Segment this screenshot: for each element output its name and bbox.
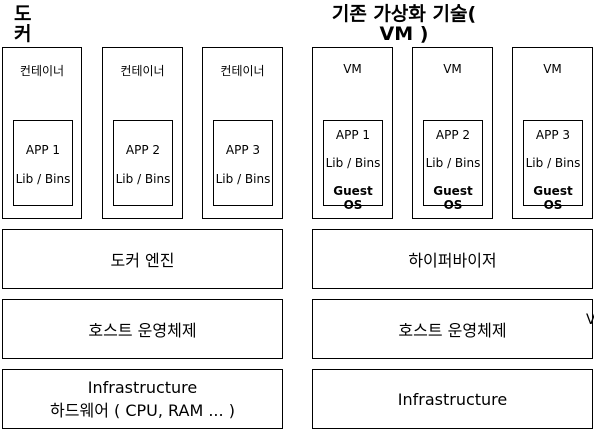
hardware-label: 하드웨어 ( CPU, RAM ... ) bbox=[50, 400, 235, 420]
vm-box-1: VM APP 1 Lib / Bins Guest OS bbox=[312, 47, 393, 219]
lib-label: Lib / Bins bbox=[215, 172, 271, 186]
vm-label: VM bbox=[443, 62, 462, 76]
container-app-box: APP 1 Lib / Bins bbox=[13, 120, 73, 206]
vm-box-2: VM APP 2 Lib / Bins Guest OS bbox=[412, 47, 493, 219]
lib-label: Lib / Bins bbox=[525, 156, 581, 170]
hypervisor-label: 하이퍼바이저 bbox=[408, 251, 497, 270]
host-os-label: 호스트 운영체제 bbox=[88, 321, 197, 340]
vm-app-box: APP 3 Lib / Bins Guest OS bbox=[523, 120, 583, 212]
app-label: APP 3 bbox=[535, 128, 571, 142]
guest-os-label: Guest OS bbox=[533, 184, 573, 212]
docker-container-2: 컨테이너 APP 2 Lib / Bins bbox=[102, 47, 183, 219]
lib-label: Lib / Bins bbox=[115, 172, 171, 186]
app-label: APP 3 bbox=[225, 143, 261, 157]
docker-container-1: 컨테이너 APP 1 Lib / Bins bbox=[2, 47, 82, 219]
container-app-box: APP 2 Lib / Bins bbox=[113, 120, 173, 206]
host-os-label: 호스트 운영체제 bbox=[398, 321, 507, 340]
lib-label: Lib / Bins bbox=[425, 156, 481, 170]
lib-label: Lib / Bins bbox=[325, 156, 381, 170]
docker-title: 도커 bbox=[14, 3, 32, 45]
hypervisor-layer: 하이퍼바이저 bbox=[312, 229, 593, 289]
vm-box-3: VM APP 3 Lib / Bins Guest OS bbox=[512, 47, 593, 219]
docker-infrastructure-layer: Infrastructure 하드웨어 ( CPU, RAM ... ) bbox=[2, 369, 283, 429]
guest-os-label: Guest OS bbox=[433, 184, 473, 212]
vm-infrastructure-layer: Infrastructure bbox=[312, 369, 593, 429]
lib-label: Lib / Bins bbox=[15, 172, 71, 186]
app-label: APP 1 bbox=[335, 128, 371, 142]
vm-app-box: APP 1 Lib / Bins Guest OS bbox=[323, 120, 383, 212]
vm-label: VM bbox=[543, 62, 562, 76]
docker-container-3: 컨테이너 APP 3 Lib / Bins bbox=[202, 47, 283, 219]
edge-text: V bbox=[586, 312, 594, 328]
docker-engine-layer: 도커 엔진 bbox=[2, 229, 283, 289]
docker-host-os-layer: 호스트 운영체제 bbox=[2, 299, 283, 359]
vm-label: VM bbox=[343, 62, 362, 76]
container-label: 컨테이너 bbox=[19, 64, 65, 78]
container-app-box: APP 3 Lib / Bins bbox=[213, 120, 273, 206]
vm-host-os-layer: 호스트 운영체제 bbox=[312, 299, 593, 359]
app-label: APP 2 bbox=[125, 143, 161, 157]
infrastructure-label: Infrastructure bbox=[397, 389, 508, 409]
guest-os-label: Guest OS bbox=[333, 184, 373, 212]
app-label: APP 2 bbox=[435, 128, 471, 142]
container-label: 컨테이너 bbox=[220, 64, 265, 78]
docker-engine-label: 도커 엔진 bbox=[110, 251, 175, 270]
app-label: APP 1 bbox=[25, 143, 61, 157]
vm-app-box: APP 2 Lib / Bins Guest OS bbox=[423, 120, 483, 212]
infrastructure-label: Infrastructure bbox=[87, 377, 198, 397]
container-label: 컨테이너 bbox=[120, 64, 165, 78]
vm-title: 기존 가상화 기술( VM ) bbox=[331, 3, 477, 45]
